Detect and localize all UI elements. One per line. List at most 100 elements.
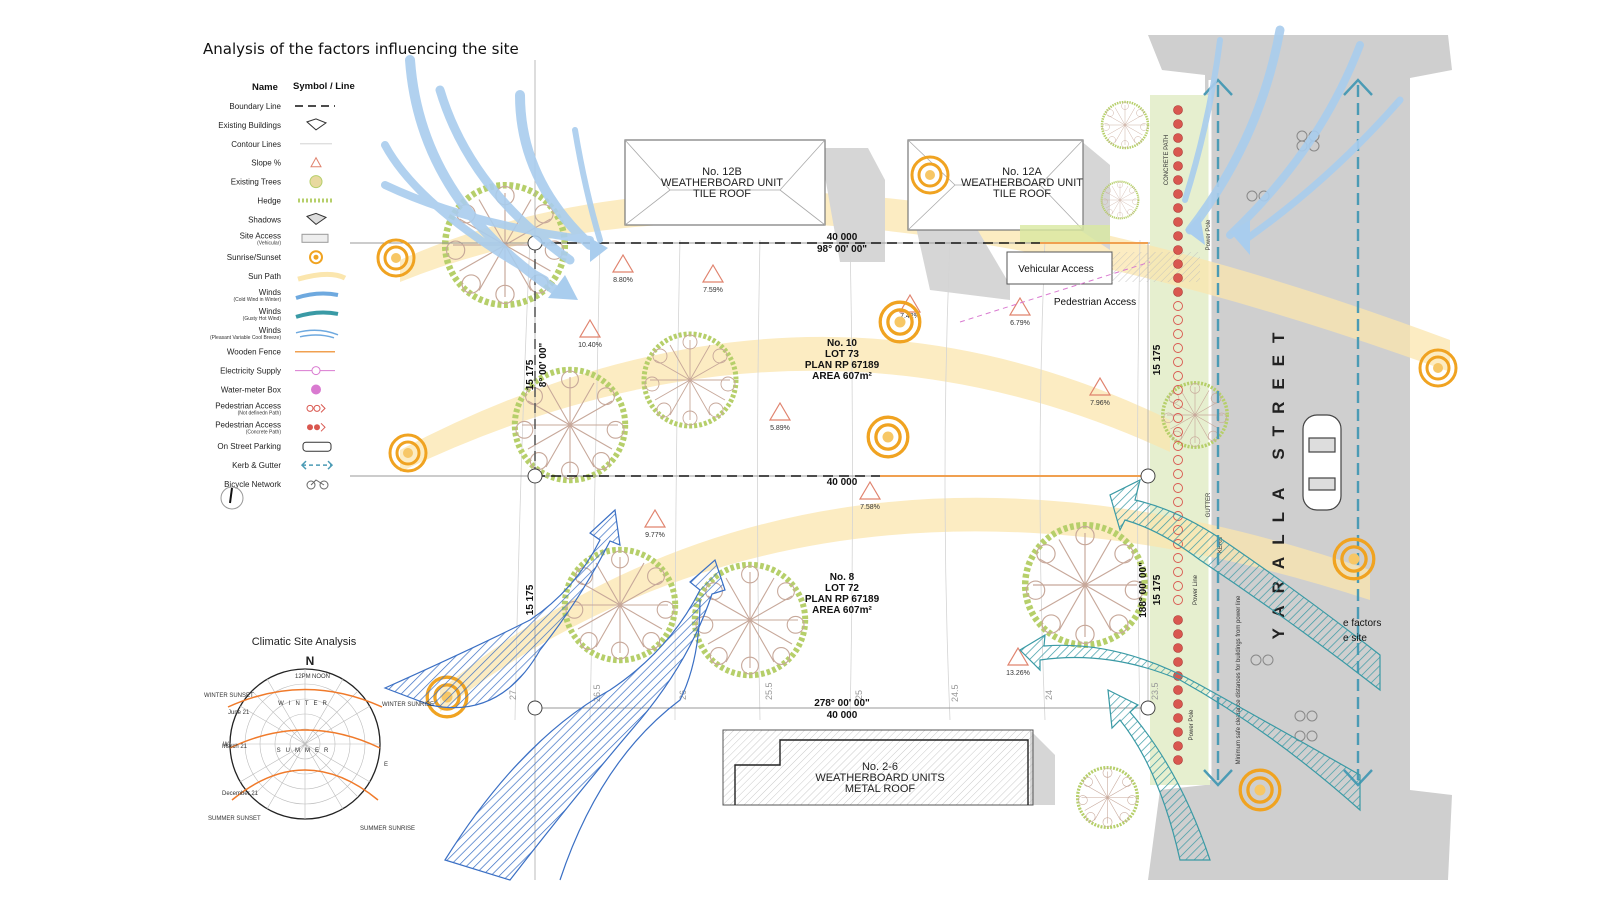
legend-row: Sun Path [248,271,347,282]
legend-row: Shadows [248,212,328,226]
sun-chart-summer-word: SUMMER [277,748,334,754]
legend-item-sublabel: (Pleasant Variable Cool Breeze) [210,335,281,341]
legend-row: Existing Buildings [218,118,328,131]
legend-item-label: Wooden Fence [227,348,282,357]
legend-item-label: Kerb & Gutter [232,461,281,470]
legend-item-label: Site Access [240,231,281,240]
site-access-icon [301,233,329,243]
dim-left-upper: 15 175 [525,359,536,390]
legend-item-sublabel: (Not definedn Path) [238,410,282,416]
building-12b-type: WEATHERBOARD UNIT [661,177,783,189]
contour-label: 24.5 [950,684,960,702]
slope-label: 6.79% [1010,320,1030,327]
north-marker [220,486,244,510]
legend-row: On Street Parking [217,441,332,452]
legend-row: Kerb & Gutter [232,460,334,470]
sun-path-icon [297,271,347,282]
hot-wind-icon [295,310,339,319]
lot-73-number: No. 10 [827,338,857,349]
legend-item-label: Electricity Supply [220,367,281,376]
legend-item-label: Existing Trees [231,178,281,187]
slope-markers [578,253,1112,666]
legend-item-label: Existing Buildings [218,121,281,130]
legend-item-sublabel: (Vehicular) [257,240,281,246]
legend-item-label: Pedestrian Access [215,401,281,410]
building-2-6-roof: METAL ROOF [845,783,916,795]
slope-triangle-icon [1088,376,1112,396]
legend-row: Winds(Pleasant Variable Cool Breeze) [210,326,339,341]
dim-left-lower: 15 175 [525,584,536,615]
sun-icon [866,415,910,459]
ped-access-open-icon [306,404,326,413]
legend-item-label: Winds [259,326,281,335]
contour-label: 23.5 [1150,682,1160,700]
dim-right-upper: 15 175 [1152,344,1163,375]
legend-item-label: Winds [259,288,281,297]
legend-item-label: Sun Path [248,272,281,281]
bicycle-icon [306,479,329,490]
contour-label: 24 [1044,690,1054,700]
legend-item-sublabel: (Cold Wind in Winter) [233,297,281,303]
clearance-note: Minimum safe clearance distances for bui… [1236,595,1242,764]
tree [565,550,675,660]
cold-wind-arrowheads [548,215,1250,300]
legend-row: Contour Lines [231,140,332,149]
concrete-path-label: CONCRETE PATH [1164,135,1170,185]
contour-label: 26.5 [592,684,602,702]
slope-triangle-icon [643,508,667,528]
contour-label: 25 [854,690,864,700]
legend-item-label: Shadows [248,215,281,224]
kerb-gutter-icon [300,460,334,470]
building-12b: No. 12B WEATHERBOARD UNIT TILE ROOF [624,139,885,262]
slope-label: 7.59% [703,287,723,294]
tree [1075,765,1140,830]
legend-row: Pedestrian Access(Concrete Path) [215,420,326,435]
power-pole-label: Power Pole [1189,709,1195,740]
dim-left-upper-bearing: 8° 00' 00" [538,343,549,388]
lot-72-lot: LOT 72 [825,583,859,594]
legend-row: Bicycle Network [224,479,329,490]
lot-72-label: No. 8 LOT 72 PLAN RP 67189 AREA 607m² [805,572,880,616]
street-name: YARALLA STREET [1269,321,1288,640]
dim-top-bearing: 98° 00' 00" [817,244,867,255]
sun-chart-east: E [384,762,388,768]
hedge [1020,225,1110,243]
legend-item-label: Hedge [257,197,281,206]
legend: Name Symbol / Line Boundary LineExisting… [210,81,355,490]
sun-chart-december: December 21 [222,791,259,797]
lot-73-label: No. 10 LOT 73 PLAN RP 67189 AREA 607m² [805,338,880,382]
slope-label: 5.89% [770,425,790,432]
lot-73-plan: PLAN RP 67189 [805,360,880,371]
legend-item-label: Slope % [251,159,281,168]
cold-wind-icon [295,291,339,300]
slope-label: 7.96% [1090,400,1110,407]
sun-chart-summer-sunset: SUMMER SUNSET [208,816,261,822]
legend-row: Winds(Gusty Hot Wind) [243,307,339,322]
page-title: Analysis of the factors influencing the … [203,40,519,58]
sun-chart-north: N [306,654,315,668]
lot-72-number: No. 8 [830,572,855,583]
sun-chart-march: March 21 [222,744,248,750]
building-12b-number: No. 12B [702,166,742,178]
dim-bottom-bearing: 278° 00' 00" [814,698,870,709]
contour-label: 25.5 [764,682,774,700]
tree [1100,100,1150,150]
building-12a-number: No. 12A [1002,166,1042,178]
legend-item-label: Sunrise/Sunset [227,253,282,262]
sun-chart: Climatic Site Analysis N 12PM NOON WINTE… [204,636,434,832]
lot-72-area: AREA 607m² [812,605,872,616]
sun-chart-summer-sunrise: SUMMER SUNRISE [360,826,415,832]
gutter-label: GUTTER [1206,492,1212,517]
sun-chart-title: Climatic Site Analysis [252,636,357,648]
legend-row: Winds(Cold Wind in Winter) [233,288,339,303]
tree-icon [309,175,323,189]
vehicular-access-label: Vehicular Access [1018,264,1094,275]
dim-top-length: 40 000 [827,232,858,243]
slope-label: 10.40% [578,342,602,349]
electricity-icon [295,366,335,376]
legend-row: Water-meter Box [221,384,321,395]
lot-73-area: AREA 607m² [812,371,872,382]
legend-row: Slope % [251,156,322,168]
tree [1025,525,1145,645]
legend-item-label: Winds [259,307,281,316]
